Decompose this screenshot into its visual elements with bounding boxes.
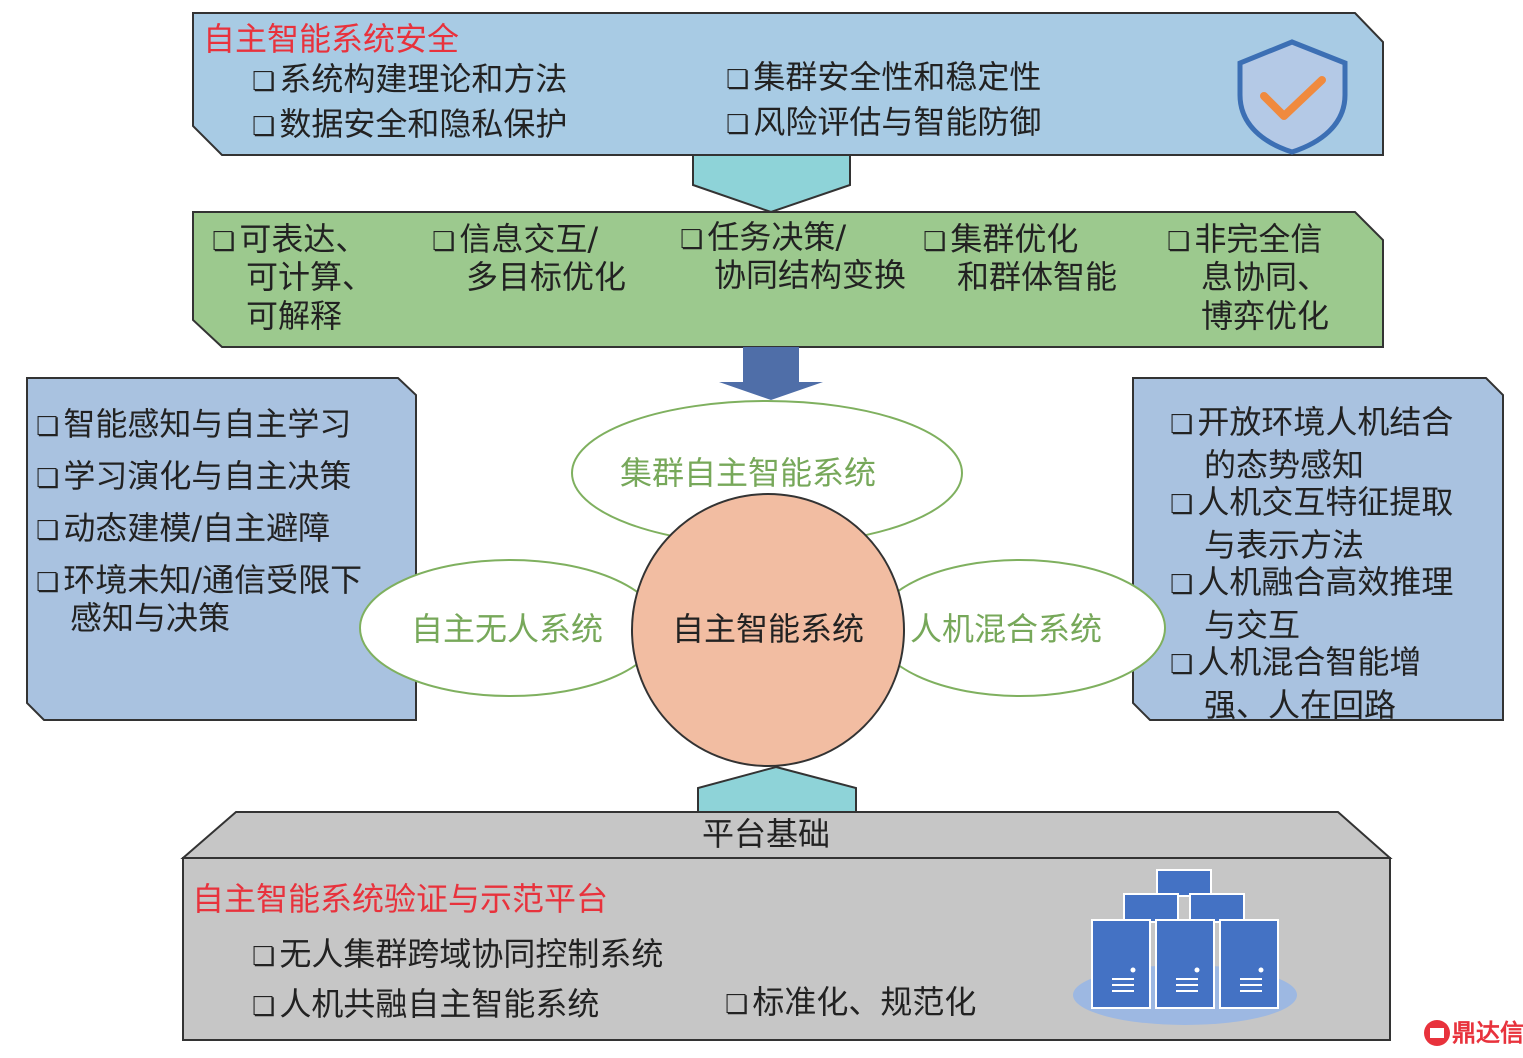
down-arrow xyxy=(719,347,823,400)
middle-item-3: 任务决策/ 协同结构变换 xyxy=(680,218,906,295)
bottom-item-3: 标准化、规范化 xyxy=(725,983,976,1021)
top-ellipse-label: 集群自主智能系统 xyxy=(620,454,877,492)
middle-item-2: 信息交互/ 多目标优化 xyxy=(432,220,626,297)
top-item-2: 集群安全性和稳定性 xyxy=(726,58,1041,96)
bottom-panel-title: 自主智能系统验证与示范平台 xyxy=(192,880,609,918)
right-ellipse-label: 人机混合系统 xyxy=(910,610,1103,648)
core-circle-shape xyxy=(631,493,905,767)
bottom-connector xyxy=(697,765,857,813)
right-item-4: 人机混合智能增 强、人在回路 xyxy=(1170,642,1421,725)
right-item-1: 开放环境人机结合 的态势感知 xyxy=(1170,402,1453,485)
bottom-item-1: 无人集群跨域协同控制系统 xyxy=(252,935,663,973)
middle-panel-shape xyxy=(192,211,1384,348)
server-cluster-icon xyxy=(1073,869,1297,1025)
left-item-1: 智能感知与自主学习 xyxy=(36,405,351,443)
middle-item-4: 集群优化 和群体智能 xyxy=(923,220,1117,297)
top-connector xyxy=(692,154,851,214)
core-label: 自主智能系统 xyxy=(672,610,865,648)
watermark-logo-icon xyxy=(1424,1020,1450,1046)
top-item-3: 数据安全和隐私保护 xyxy=(252,105,567,143)
shield-check-icon xyxy=(1237,39,1348,155)
left-item-4: 环境未知/通信受限下 感知与决策 xyxy=(36,561,362,638)
top-panel-title: 自主智能系统安全 xyxy=(203,20,460,58)
left-item-3: 动态建模/自主避障 xyxy=(36,509,330,547)
bottom-item-2: 人机共融自主智能系统 xyxy=(252,985,599,1023)
right-item-2: 人机交互特征提取 与表示方法 xyxy=(1170,482,1453,565)
middle-item-1: 可表达、 可计算、 可解释 xyxy=(212,220,374,335)
left-panel-shape xyxy=(26,377,417,721)
left-item-2: 学习演化与自主决策 xyxy=(36,457,351,495)
bottom-header-label: 平台基础 xyxy=(702,815,831,853)
watermark-text: 鼎达信 xyxy=(1452,1019,1523,1047)
top-item-1: 系统构建理论和方法 xyxy=(252,60,567,98)
right-panel-shape xyxy=(1132,377,1504,721)
top-item-4: 风险评估与智能防御 xyxy=(726,103,1041,141)
left-ellipse-label: 自主无人系统 xyxy=(411,610,604,648)
middle-item-5: 非完全信 息协同、 博弈优化 xyxy=(1167,220,1329,335)
right-item-3: 人机融合高效推理 与交互 xyxy=(1170,562,1453,645)
